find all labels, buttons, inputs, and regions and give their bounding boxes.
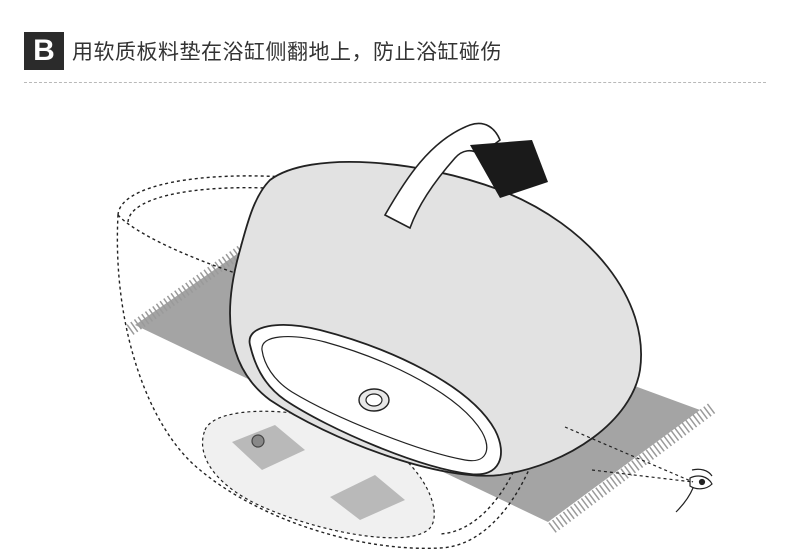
mat-fringe-right [548,403,716,533]
floor-drain-icon [251,434,265,448]
support-pad [330,475,405,520]
tip-over-arrow-icon [383,122,548,230]
bathtub-tipping-illustration [116,122,716,550]
step-badge: B [24,32,64,70]
tub-drain-icon [358,388,390,412]
instruction-text: 用软质板料垫在浴缸侧翻地上，防止浴缸碰伤 [72,40,502,64]
eye-viewpoint-icon [564,426,713,513]
mat-fringe-left [126,243,249,335]
header-divider [24,82,766,83]
tipped-bathtub [229,161,642,477]
step-header: B 用软质板料垫在浴缸侧翻地上，防止浴缸碰伤 [24,32,502,70]
drain-pad [232,425,305,470]
